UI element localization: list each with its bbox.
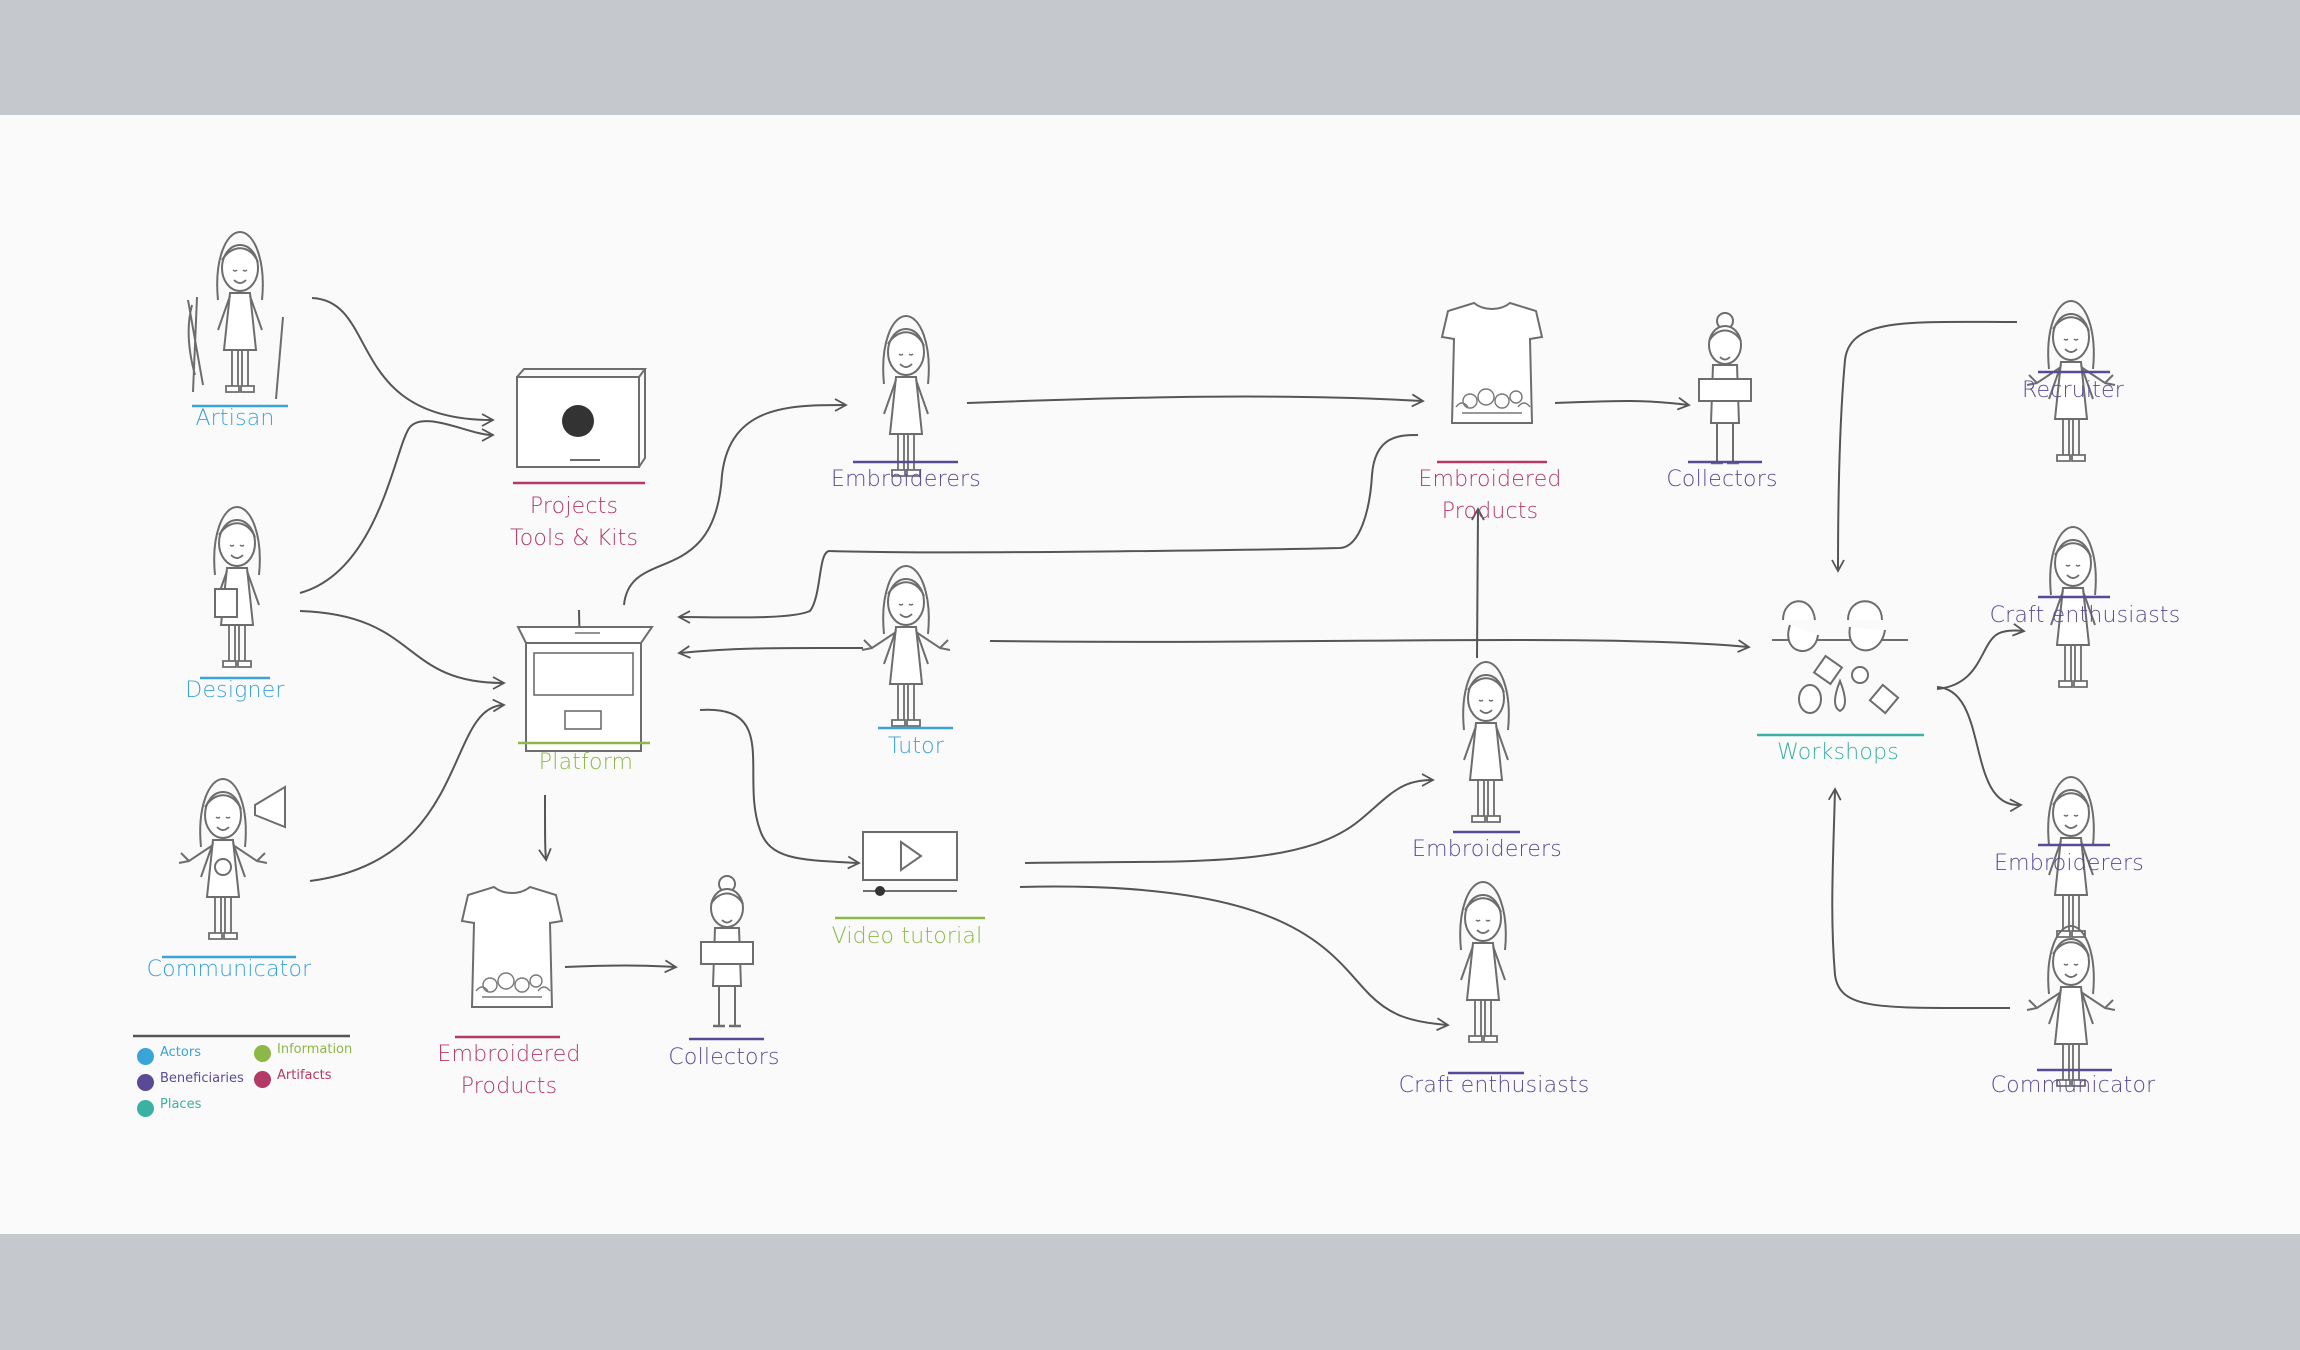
designer-figure <box>213 506 261 668</box>
projects-label: Projects Tools & Kits <box>510 491 638 555</box>
communicator-left-label: Communicator <box>146 957 312 982</box>
communicator-left-figure <box>179 779 286 939</box>
artisan-figure <box>187 231 284 400</box>
tutor-label: Tutor <box>887 734 945 759</box>
video-player-icon <box>862 831 958 896</box>
legend-actors-dot <box>137 1048 154 1065</box>
projects-label-line2: Tools & Kits <box>509 526 639 551</box>
communicator-right-label: Communicator <box>1990 1073 2156 1098</box>
embroidered-products-left-line1: Embroidered <box>437 1042 581 1067</box>
laptop-icon <box>516 626 654 752</box>
legend-artifacts: Artifacts <box>277 1068 332 1083</box>
embroidered-products-left-label: Embroidered Products <box>437 1039 580 1103</box>
legend-actors: Actors <box>160 1045 201 1060</box>
craft-enthusiasts-bottom-figure <box>1459 881 1507 1043</box>
recruiter-label: Recruiter <box>2021 378 2125 403</box>
legend-artifacts-dot <box>254 1071 271 1088</box>
connections <box>299 297 2026 1031</box>
collector-left-figure <box>699 874 755 1028</box>
legend-places: Places <box>160 1097 202 1112</box>
platform-label: Platform <box>538 750 634 775</box>
dress-left <box>461 886 563 1008</box>
diagram-graphics <box>133 231 2300 1234</box>
legend-beneficiaries-dot <box>137 1074 154 1091</box>
embroiderers-top-figure <box>882 315 930 477</box>
communicator-right-figure <box>2027 926 2115 1086</box>
embroidered-products-right-line1: Embroidered <box>1418 467 1562 492</box>
embroidered-products-right-label: Embroidered Products <box>1418 464 1561 528</box>
workshops-label: Workshops <box>1777 740 1899 765</box>
designer-label: Designer <box>185 678 285 703</box>
dress-right <box>1441 302 1543 424</box>
legend-information: Information <box>277 1042 353 1057</box>
label-underlines <box>133 370 2112 1075</box>
workshops-icon <box>1772 600 1908 715</box>
embroidered-products-right-line2: Products <box>1441 499 1539 524</box>
embroiderers-top-label: Embroiderers <box>831 467 981 492</box>
collectors-right-label: Collectors <box>1666 467 1778 492</box>
craft-enthusiasts-right-label: Craft enthusiasts <box>1989 603 2181 628</box>
embroiderers-mid-figure <box>1462 661 1510 823</box>
craft-enthusiasts-bottom-label: Craft enthusiasts <box>1398 1073 1590 1098</box>
tutor-figure <box>862 566 950 726</box>
legend-beneficiaries: Beneficiaries <box>160 1071 244 1086</box>
embroiderers-mid-label: Embroiderers <box>1412 837 1562 862</box>
legend-information-dot <box>254 1045 271 1062</box>
collector-right-figure <box>1697 311 1753 465</box>
collectors-left-label: Collectors <box>668 1045 780 1070</box>
embroiderers-right-label: Embroiderers <box>1994 851 2144 876</box>
artisan-label: Artisan <box>195 406 275 431</box>
video-tutorial-label: Video tutorial <box>831 924 983 949</box>
diagram-canvas: Artisan Designer Communicator Projects T… <box>0 115 2300 1234</box>
projects-label-line1: Projects <box>529 494 619 519</box>
legend-places-dot <box>137 1100 154 1117</box>
kit-box <box>516 368 647 468</box>
embroidered-products-left-line2: Products <box>460 1074 558 1099</box>
